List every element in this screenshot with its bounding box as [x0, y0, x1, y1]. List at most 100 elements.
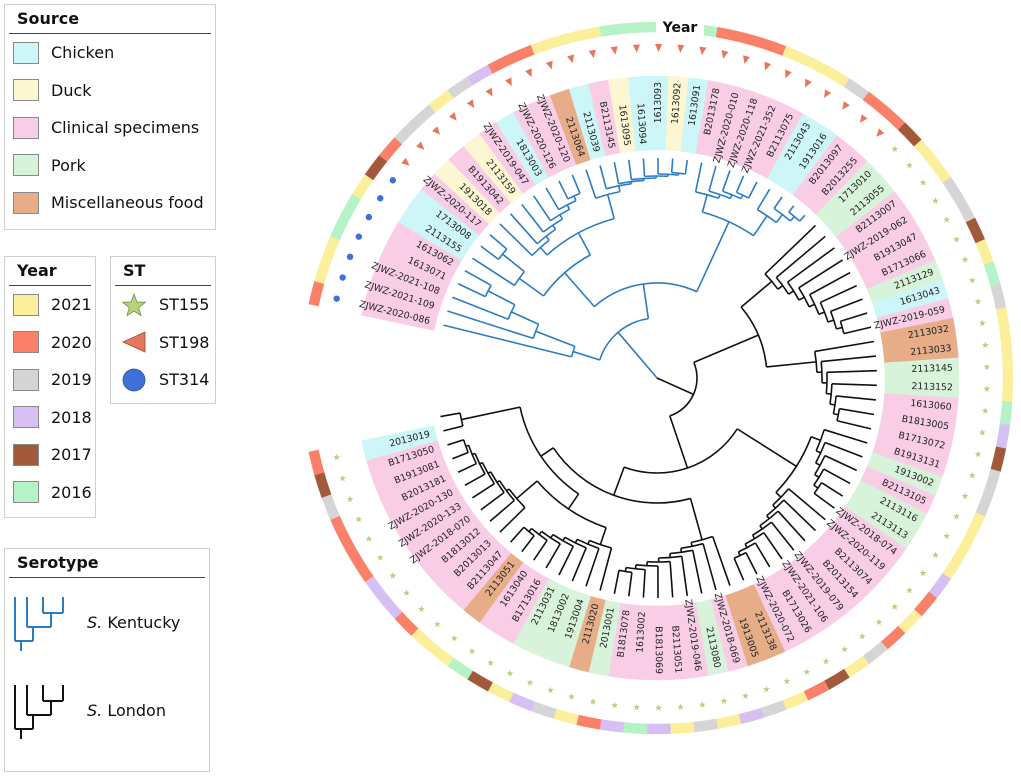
source-swatch-miscellaneous-food	[13, 191, 39, 214]
st198-triangle-marker	[785, 69, 792, 79]
serotype-name: London	[102, 700, 166, 720]
source-legend-label: Miscellaneous food	[51, 193, 204, 213]
year-legend-label: 2019	[51, 370, 92, 390]
year-ring-segment	[530, 37, 557, 55]
year-ring-segment	[1002, 377, 1014, 402]
tree-clade-arc	[519, 406, 580, 495]
year-ring-segment	[942, 176, 964, 203]
tree-branch	[701, 194, 708, 213]
source-legend-row-duck: Duck	[5, 72, 215, 110]
serotype-legend-items: S. Kentucky S. London	[5, 578, 209, 754]
tree-branch	[831, 383, 877, 387]
year-ring-segment	[760, 700, 787, 718]
year-ring-segment	[942, 553, 964, 580]
year-legend-label: 2016	[51, 482, 92, 502]
st314-circle-marker	[346, 253, 354, 261]
tree-clade-arc	[536, 480, 607, 529]
tree-branch	[756, 188, 771, 211]
tree-branch	[457, 283, 486, 298]
tree-branch	[628, 159, 633, 180]
tree-branch	[818, 311, 825, 316]
tree-branch	[642, 283, 650, 319]
year-ring-segment	[553, 708, 579, 725]
tree-clade-arc	[813, 482, 823, 494]
st314-circle-marker	[377, 195, 384, 202]
year-ring-segment	[599, 23, 625, 37]
tree-clade-arc	[484, 284, 492, 297]
tree-clade-arc	[722, 190, 742, 200]
st155-star-marker	[979, 319, 986, 327]
tree-clade-arc	[839, 321, 845, 334]
year-ring-segment	[983, 468, 1001, 495]
st155-star-marker	[943, 532, 951, 540]
year-swatch-2018	[13, 406, 39, 429]
tree-branch	[669, 561, 674, 598]
year-ring-segment	[782, 45, 809, 65]
st198-triangle-marker	[504, 77, 512, 87]
tree-branch	[564, 272, 595, 308]
tree-branch	[599, 527, 607, 545]
st155-star-marker	[698, 701, 706, 708]
leaf-label: 2113033	[910, 343, 952, 358]
tree-clade-arc	[625, 566, 646, 571]
serotype-name: Kentucky	[102, 612, 181, 632]
serotype-label: S. London	[87, 701, 166, 720]
st155-star-marker	[981, 341, 989, 348]
source-legend-label: Chicken	[51, 43, 115, 63]
year-ring-segment	[553, 31, 579, 48]
tree-clade-arc	[570, 346, 576, 358]
year-ring-segment	[321, 236, 340, 262]
year-legend-row-2016: 2016	[5, 474, 95, 512]
st155-star-marker	[655, 704, 662, 711]
year-ring-segment	[975, 239, 994, 266]
tree-branch	[628, 572, 633, 597]
tree-branch	[813, 484, 819, 489]
st155-star-marker	[979, 429, 986, 436]
tree-clade-arc	[772, 488, 790, 506]
st198-triangle-marker	[567, 54, 575, 64]
st314-circle-marker	[365, 213, 373, 221]
st155-star-marker	[822, 657, 830, 665]
tree-branch	[566, 204, 571, 210]
tree-clade-arc	[552, 533, 574, 548]
tree-branch	[799, 214, 806, 222]
st155-star-marker	[720, 697, 728, 705]
tree-branch	[599, 547, 613, 591]
tree-branch	[745, 552, 758, 575]
tree-branch	[836, 419, 872, 430]
tree-branch	[457, 462, 477, 473]
serotype-genus-abbrev: S.	[87, 700, 103, 720]
tree-clade-arc	[550, 208, 570, 222]
st198-triangle-marker	[721, 50, 729, 59]
st155-star-marker	[677, 703, 684, 711]
source-legend-title: Source	[9, 5, 211, 34]
year-legend-row-2018: 2018	[5, 399, 95, 437]
tree-branch	[789, 215, 795, 222]
tree-branch	[535, 330, 576, 348]
st198-triangle-marker	[610, 46, 618, 55]
st155-star-marker	[365, 535, 373, 542]
year-ring-segment	[954, 533, 976, 560]
tree-branch	[814, 340, 875, 353]
tree-branch	[823, 468, 851, 485]
tree-clade-arc	[759, 510, 779, 527]
tree-branch	[552, 224, 557, 230]
tree-branch	[613, 570, 620, 594]
st198-triangle-marker	[525, 68, 532, 78]
tree-clade-arc	[536, 228, 556, 245]
st155-star-marker	[981, 407, 989, 414]
tree-branch	[824, 441, 863, 458]
st198-triangle-marker	[699, 46, 707, 56]
source-legend-row-chicken: Chicken	[5, 34, 215, 72]
st155-star-marker	[968, 276, 976, 284]
st155-star-marker	[450, 634, 458, 642]
tree-branch	[613, 466, 625, 496]
st-legend-label: ST198	[159, 332, 210, 352]
year-ring-segment	[576, 26, 602, 42]
tree-clade-arc	[744, 532, 765, 545]
st155-star-marker	[589, 698, 597, 705]
year-legend-title: Year	[9, 257, 91, 286]
year-ring-segment	[760, 38, 787, 56]
